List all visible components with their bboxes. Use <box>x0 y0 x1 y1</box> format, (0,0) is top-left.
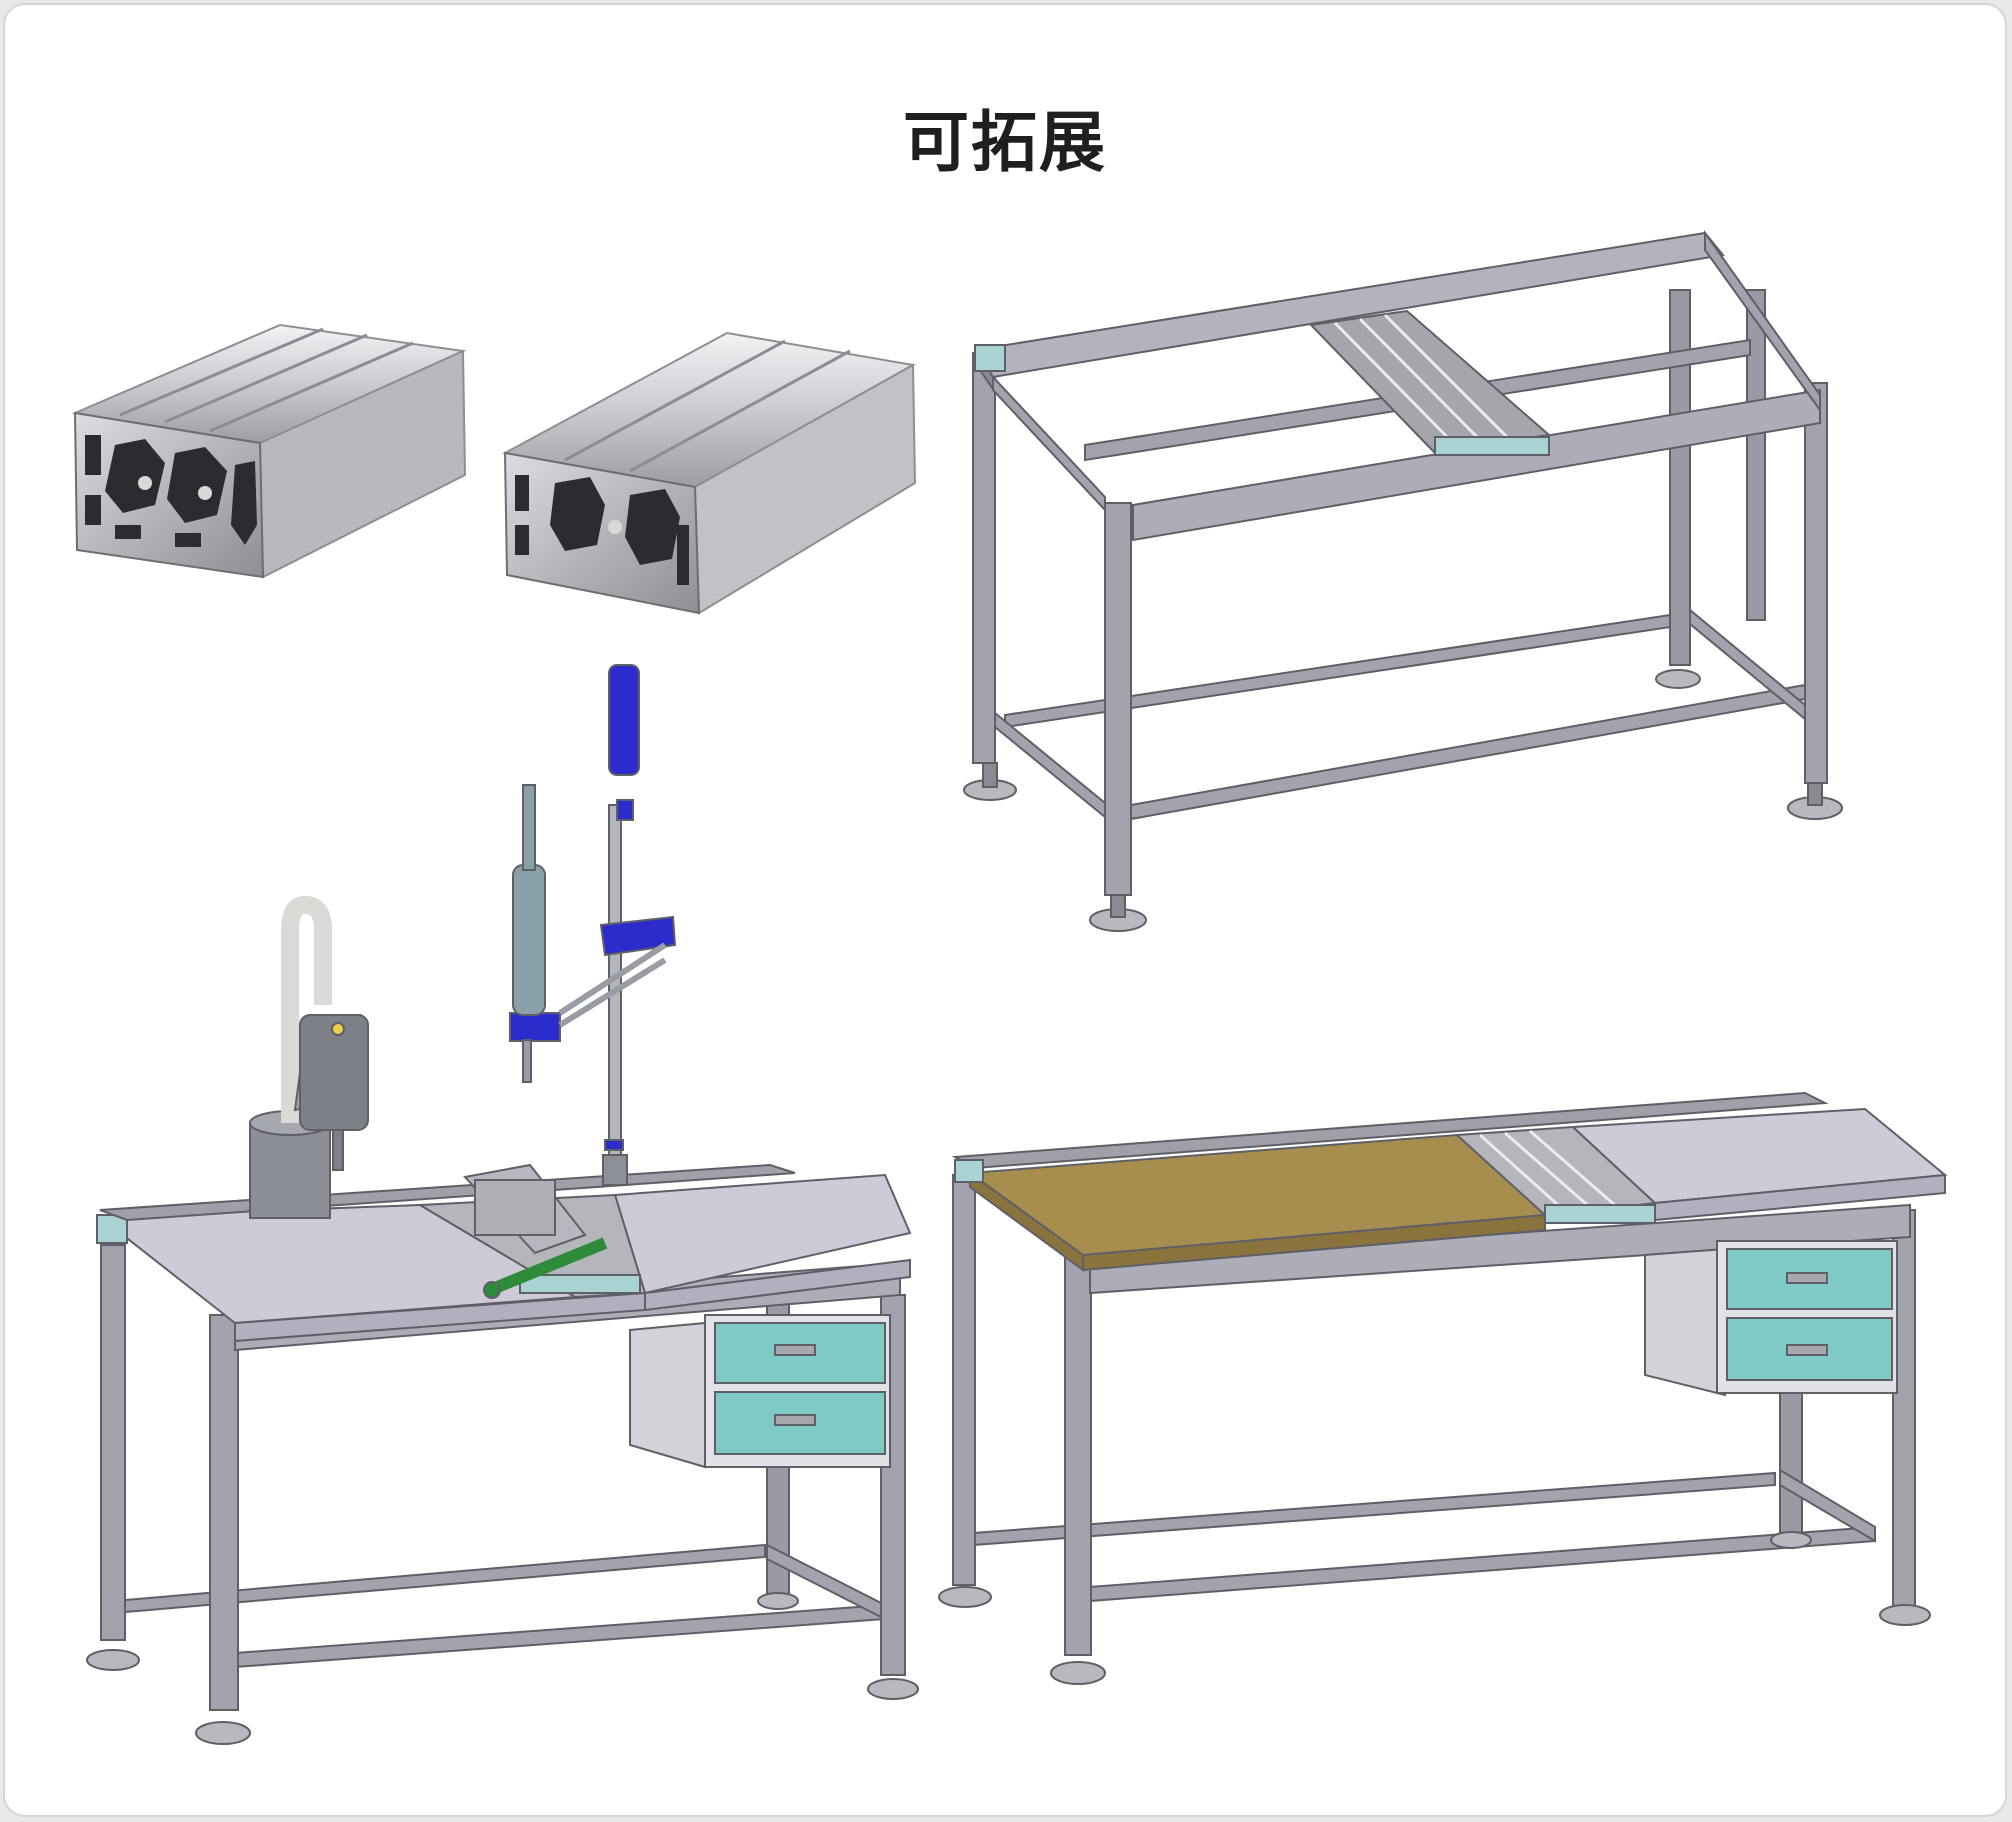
product-illustration <box>71 229 1948 1745</box>
open-frame-table <box>963 229 1843 932</box>
illustration-card: 可拓展 <box>3 3 2007 1817</box>
workbench-with-wood-top <box>938 1091 1948 1685</box>
workbench-with-scara-robot <box>86 664 919 1745</box>
aluminum-profile-3-slot <box>502 331 917 615</box>
page-title: 可拓展 <box>903 104 1107 181</box>
aluminum-profile-4-slot <box>71 323 467 579</box>
